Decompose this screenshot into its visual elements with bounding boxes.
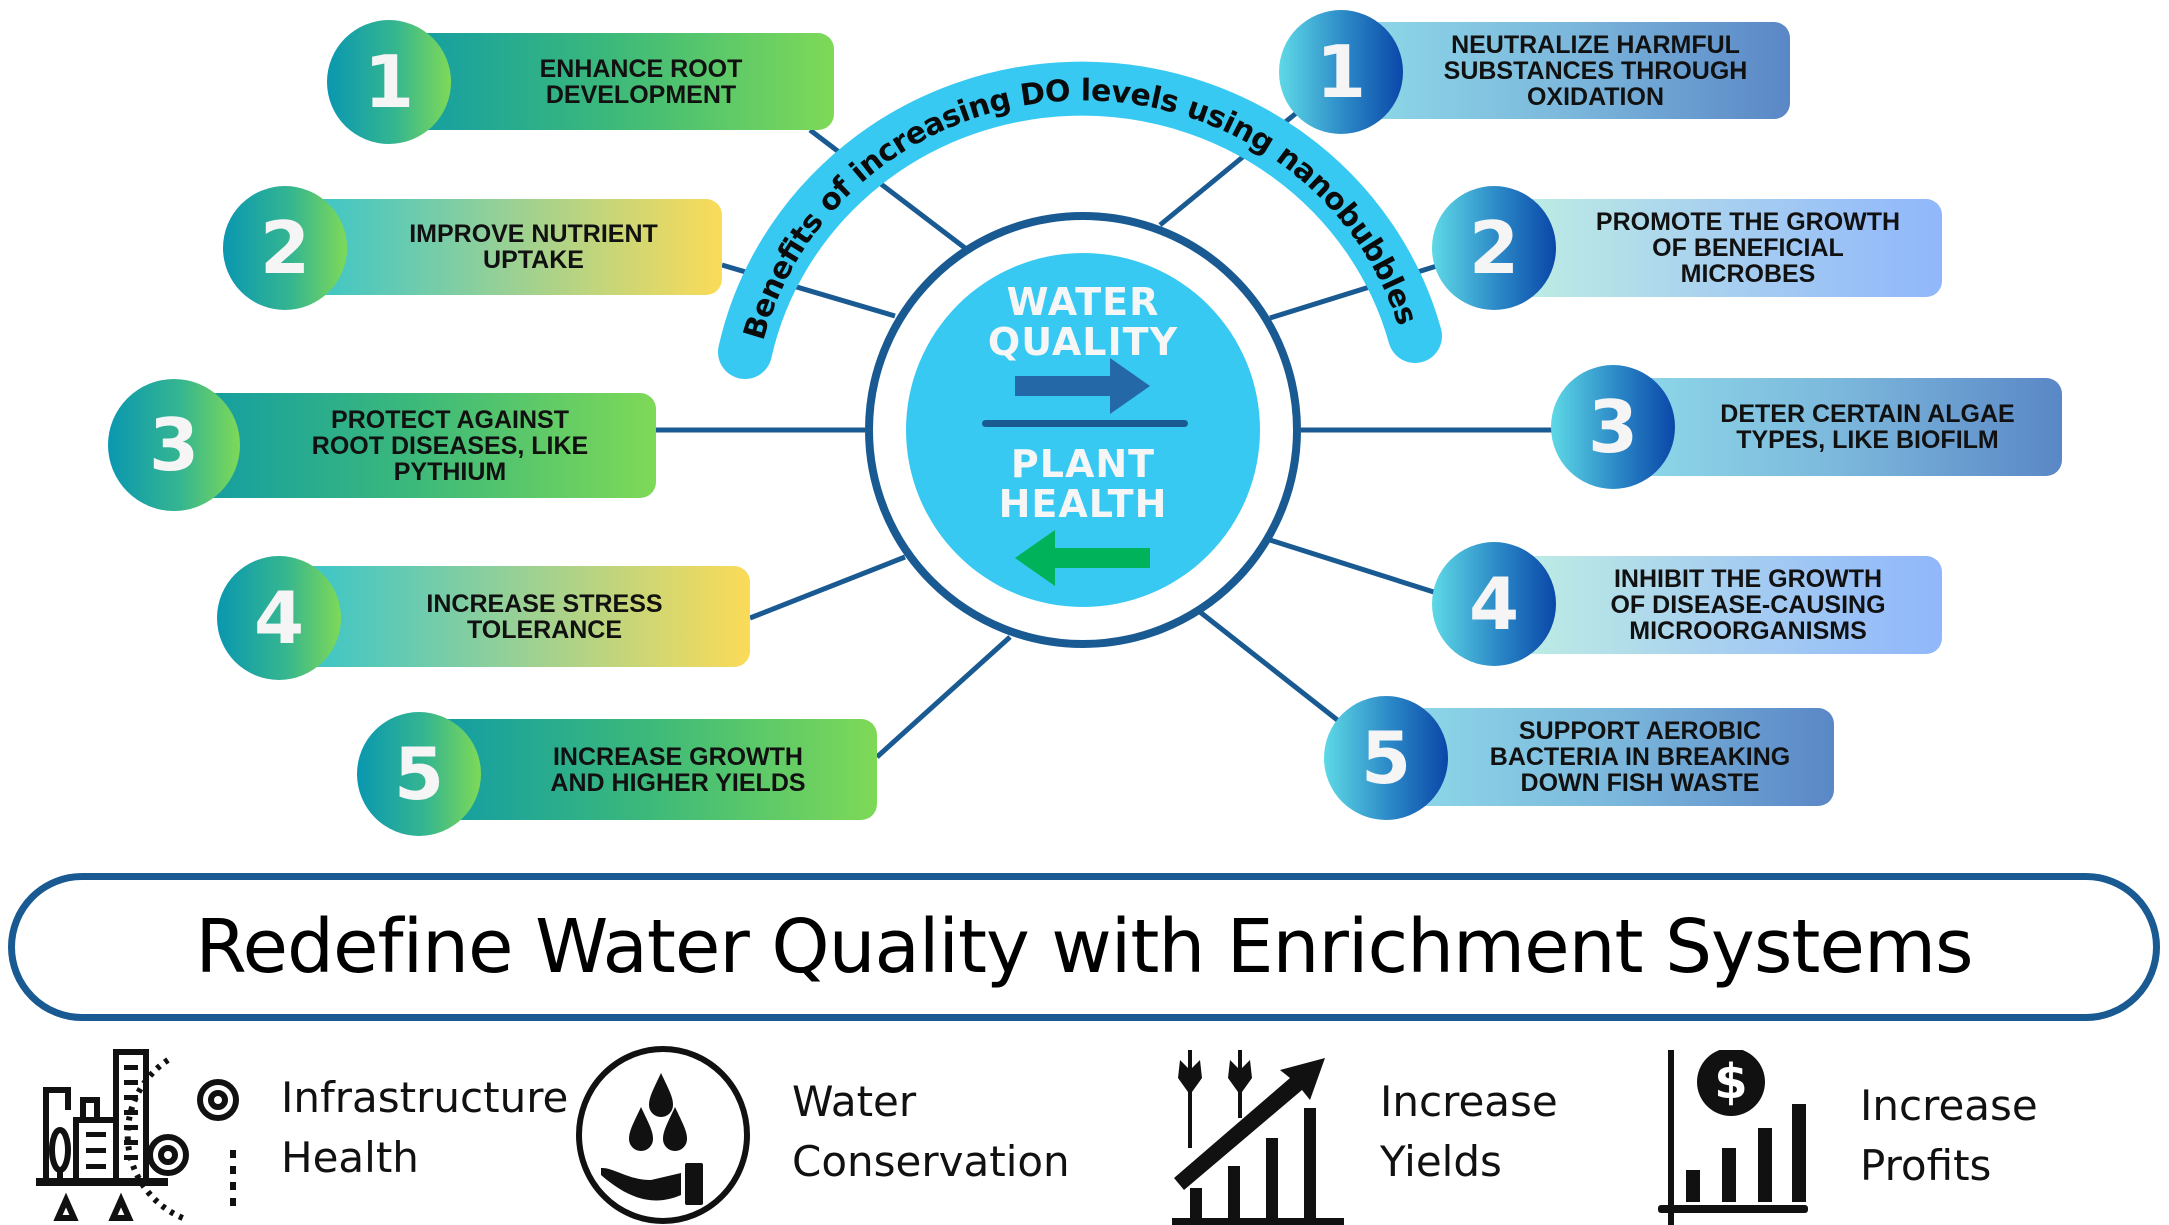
benefit-label: SUPPORT AEROBIC BACTERIA IN BREAKING DOW… bbox=[1489, 717, 1791, 797]
number-badge-2: 2 bbox=[223, 186, 347, 310]
plant-benefit-2: IMPROVE NUTRIENT UPTAKE bbox=[285, 199, 722, 295]
benefit-label: NEUTRALIZE HARMFUL SUBSTANCES THROUGH OX… bbox=[1443, 30, 1748, 111]
hand-water-drops-icon bbox=[576, 1046, 750, 1224]
number-badge-1: 1 bbox=[1279, 10, 1403, 134]
number-badge-5: 5 bbox=[1324, 696, 1448, 820]
plant-benefit-1: ENHANCE ROOT DEVELOPMENT bbox=[388, 33, 834, 130]
benefit-label: INCREASE STRESS TOLERANCE bbox=[426, 589, 663, 644]
benefit-label: PROMOTE THE GROWTH OF BENEFICIAL MICROBE… bbox=[1595, 208, 1901, 288]
title-banner: Redefine Water Quality with Enrichment S… bbox=[8, 873, 2160, 1021]
right-arrow-icon bbox=[1015, 358, 1150, 414]
dollar-bar-chart-icon: $ bbox=[1658, 1050, 1808, 1225]
feature-label-infrastructure: Infrastructure Health bbox=[281, 1073, 569, 1182]
number-badge-3: 3 bbox=[1551, 365, 1675, 489]
wheat-growth-chart-icon bbox=[1172, 1050, 1344, 1225]
number-badge-1: 1 bbox=[327, 20, 451, 144]
left-arrow-icon bbox=[1015, 530, 1150, 586]
benefit-label: DETER CERTAIN ALGAE TYPES, LIKE BIOFILM bbox=[1720, 400, 2015, 454]
number-badge-5: 5 bbox=[357, 712, 481, 836]
water-benefit-1: NEUTRALIZE HARMFUL SUBSTANCES THROUGH OX… bbox=[1341, 22, 1790, 119]
water-benefit-3: DETER CERTAIN ALGAE TYPES, LIKE BIOFILM bbox=[1613, 378, 2062, 476]
center-divider bbox=[982, 420, 1188, 427]
water-quality-label: WATER QUALITY bbox=[987, 280, 1179, 364]
water-benefit-4: INHIBIT THE GROWTH OF DISEASE-CAUSING MI… bbox=[1494, 556, 1942, 654]
benefit-label: INCREASE GROWTH AND HIGHER YIELDS bbox=[550, 742, 806, 797]
benefit-label: IMPROVE NUTRIENT UPTAKE bbox=[409, 220, 658, 274]
feature-label-water-conservation: Water Conservation bbox=[792, 1077, 1070, 1186]
plant-benefit-3: PROTECT AGAINST ROOT DISEASES, LIKE PYTH… bbox=[174, 393, 656, 498]
plant-health-label: PLANT HEALTH bbox=[998, 442, 1168, 526]
plant-benefit-5: INCREASE GROWTH AND HIGHER YIELDS bbox=[419, 719, 877, 820]
feature-label-increase-profits: Increase Profits bbox=[1860, 1081, 2038, 1190]
city-gears-icon bbox=[36, 1049, 239, 1223]
number-badge-2: 2 bbox=[1432, 186, 1556, 310]
number-badge-4: 4 bbox=[1432, 542, 1556, 666]
water-benefit-2: PROMOTE THE GROWTH OF BENEFICIAL MICROBE… bbox=[1494, 199, 1942, 297]
water-benefit-5: SUPPORT AEROBIC BACTERIA IN BREAKING DOW… bbox=[1386, 708, 1834, 806]
number-badge-3: 3 bbox=[108, 379, 240, 511]
svg-text:$: $ bbox=[1714, 1054, 1747, 1110]
banner-title: Redefine Water Quality with Enrichment S… bbox=[195, 904, 1973, 990]
benefit-label: ENHANCE ROOT DEVELOPMENT bbox=[539, 54, 743, 109]
feature-label-increase-yields: Increase Yields bbox=[1380, 1077, 1558, 1186]
number-badge-4: 4 bbox=[217, 556, 341, 680]
plant-benefit-4: INCREASE STRESS TOLERANCE bbox=[279, 566, 750, 667]
benefit-label: PROTECT AGAINST ROOT DISEASES, LIKE PYTH… bbox=[311, 405, 589, 486]
benefit-label: INHIBIT THE GROWTH OF DISEASE-CAUSING MI… bbox=[1610, 565, 1886, 645]
